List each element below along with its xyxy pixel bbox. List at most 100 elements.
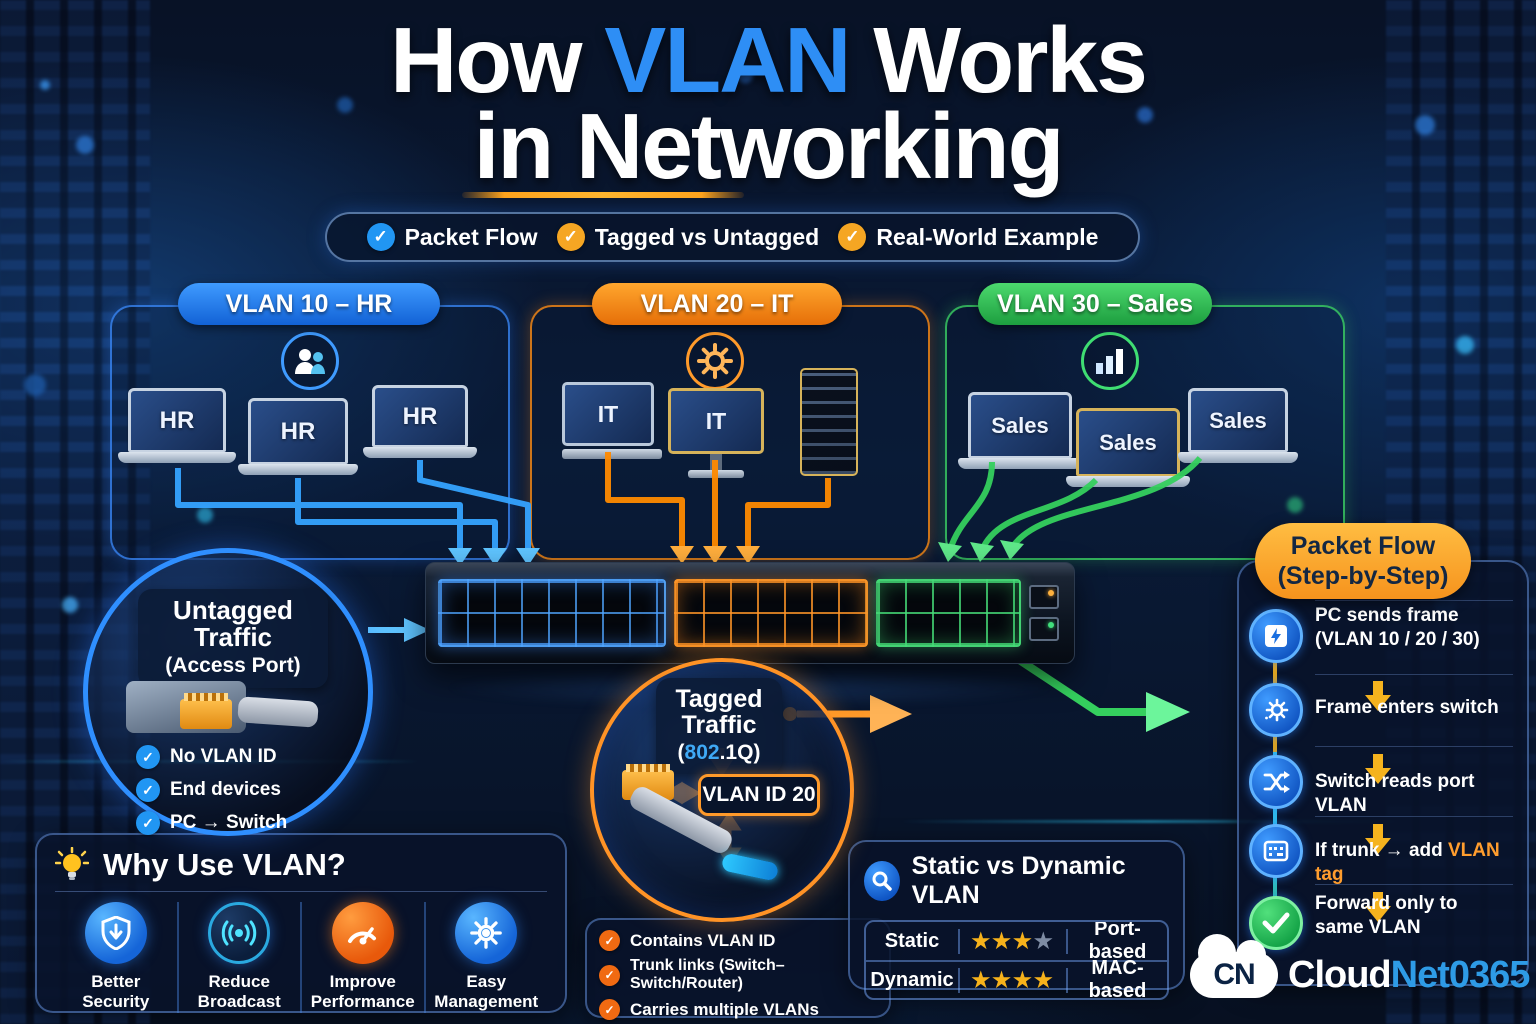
hr-laptop-2: HR — [238, 398, 358, 475]
vlan10-header: VLAN 10 – HR — [178, 283, 440, 325]
users-icon — [281, 332, 339, 390]
down-arrow — [1365, 754, 1391, 784]
title-line-2: in Networking — [473, 93, 1065, 198]
vlan-id-tag-box: VLAN ID 20 — [698, 774, 820, 816]
chart-icon — [1081, 332, 1139, 390]
star-rating: ★★★★ — [958, 967, 1068, 993]
check-icon: ✓ — [136, 778, 160, 802]
it-server-tower — [800, 368, 858, 476]
badge-label: Tagged vs Untagged — [594, 223, 820, 250]
check-icon: ✓ — [838, 223, 867, 251]
compare-icon — [864, 861, 900, 901]
cable-plug-illustration — [237, 696, 319, 728]
vlan20-label: VLAN 20 – IT — [640, 289, 794, 318]
divider — [1315, 674, 1513, 675]
device-label: HR — [402, 402, 438, 430]
untagged-subtitle: (Access Port) — [165, 653, 301, 677]
tagged-bullet: ✓Carries multiple VLANs — [599, 999, 877, 1020]
lightbulb-icon — [55, 847, 89, 880]
gear-icon — [686, 332, 744, 390]
cloudnet-logo: CN CloudNet0365 — [1190, 934, 1530, 998]
it-monitor-1: IT — [562, 382, 662, 459]
process-gear-icon — [1249, 683, 1303, 737]
device-label: Sales — [1209, 407, 1267, 433]
untagged-bullets: ✓No VLAN ID ✓End devices ✓PC → Switch — [136, 745, 287, 835]
comparison-title: Static vs Dynamic VLAN — [911, 852, 1126, 909]
table-row-dynamic: Dynamic ★★★★ MAC-based — [866, 957, 1167, 998]
divider — [55, 891, 547, 892]
broadcast-icon — [208, 902, 271, 964]
title-highlight: VLAN — [604, 8, 851, 112]
sales-laptop-3: Sales — [1178, 388, 1298, 463]
title-underline — [462, 192, 744, 198]
cloud-logo-icon: CN — [1190, 934, 1278, 998]
shuffle-icon — [1249, 755, 1303, 809]
shield-icon — [84, 902, 147, 964]
table-row-static: Static ★★★★ Port-based — [884, 920, 1147, 963]
tagged-subtitle: (802.1Q) — [677, 740, 761, 764]
gauge-icon — [331, 902, 394, 964]
check-icon: ✓ — [599, 964, 620, 986]
step-5-text: Forward only to same VLAN — [1315, 893, 1458, 938]
device-label: Sales — [1099, 429, 1157, 455]
divider — [1315, 816, 1513, 817]
check-icon: ✓ — [556, 223, 585, 251]
switch-ports-vlan20 — [673, 579, 868, 647]
network-switch — [425, 562, 1075, 664]
check-icon: ✓ — [599, 999, 620, 1020]
step-1-text: PC sends frame (VLAN 10 / 20 / 30) — [1315, 605, 1480, 650]
switch-sfp-ports — [1029, 579, 1062, 647]
sales-laptop-1: Sales — [958, 392, 1082, 469]
switch-ports-vlan10 — [438, 579, 666, 647]
device-label: Sales — [991, 412, 1049, 438]
sales-laptop-2: Sales — [1066, 408, 1190, 487]
packet-flow-title: Packet Flow (Step-by-Step) — [1255, 523, 1471, 599]
vlan10-label: VLAN 10 – HR — [225, 289, 393, 318]
feature-badge-bar: ✓ Packet Flow ✓ Tagged vs Untagged ✓ Rea… — [325, 212, 1140, 262]
tagged-title-box: Tagged Traffic (802.1Q) — [656, 678, 782, 774]
step-2-text: Frame enters switch — [1315, 697, 1499, 718]
untagged-bullet: ✓End devices — [136, 778, 287, 802]
star-rating: ★★★★ — [958, 928, 1068, 954]
untagged-bullet: ✓PC → Switch — [136, 811, 287, 835]
title-line-1: How VLAN Works — [390, 8, 1148, 112]
tag-frame-icon — [1249, 824, 1303, 878]
check-icon: ✓ — [366, 223, 395, 251]
step-3-text: Switch reads port VLAN — [1315, 771, 1475, 816]
hr-laptop-1: HR — [118, 388, 236, 463]
down-arrow — [1365, 892, 1391, 922]
comparison-title-row: Static vs Dynamic VLAN — [864, 852, 1169, 910]
device-label: HR — [280, 417, 316, 445]
badge-tagged-untagged: ✓ Tagged vs Untagged — [556, 223, 820, 251]
rj45-connector-illustration — [180, 693, 232, 729]
page-title: How VLAN Works in Networking — [0, 8, 1536, 198]
divider — [1315, 884, 1513, 885]
vlan-tag-highlight: VLAN tag — [1315, 840, 1500, 885]
untagged-title-box: Untagged Traffic (Access Port) — [138, 589, 328, 688]
floor-glow-line — [900, 820, 1400, 823]
tagged-title: Tagged Traffic — [675, 685, 763, 740]
why-title: Why Use VLAN? — [103, 847, 346, 882]
check-icon: ✓ — [136, 745, 160, 769]
it-monitor-2: IT — [668, 388, 764, 478]
logo-text: CloudNet0365 — [1288, 953, 1530, 996]
device-label: IT — [705, 407, 727, 434]
untagged-bullet: ✓No VLAN ID — [136, 745, 287, 769]
check-icon: ✓ — [599, 930, 620, 951]
down-arrow — [1365, 824, 1391, 854]
check-icon: ✓ — [136, 811, 160, 835]
badge-label: Packet Flow — [404, 223, 538, 250]
untagged-title: Untagged Traffic — [173, 595, 293, 653]
hr-laptop-3: HR — [363, 385, 477, 458]
bokeh-lights — [40, 80, 50, 90]
vlan20-header: VLAN 20 – IT — [592, 283, 842, 325]
tagged-bullets-panel: ✓Contains VLAN ID ✓Trunk links (Switch–S… — [585, 918, 891, 1020]
badge-real-world: ✓ Real-World Example — [838, 223, 1098, 251]
tagged-bullet: ✓Trunk links (Switch–Switch/Router) — [599, 957, 877, 993]
